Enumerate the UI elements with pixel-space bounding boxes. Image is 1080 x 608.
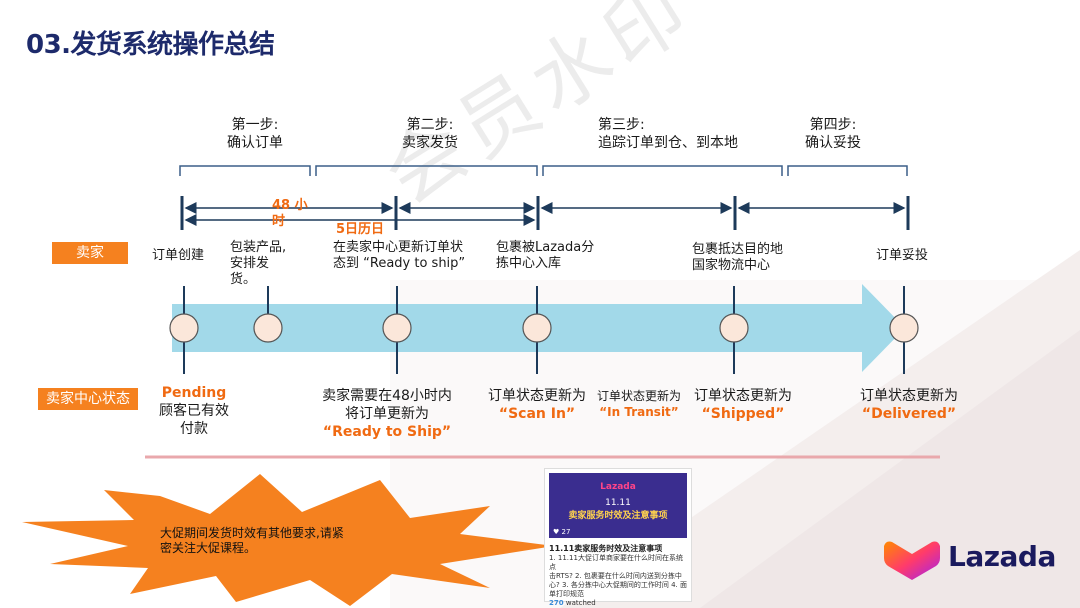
- step-1-text: 确认订单: [227, 135, 283, 151]
- step-2: 第二步: 卖家发货: [375, 116, 485, 152]
- status-intransit-value: “In Transit”: [599, 405, 679, 419]
- status-shipped-value: “Shipped”: [701, 406, 785, 422]
- course-info: 11.11卖家服务时效及注意事项 1. 11.11大促订单商家要在什么时间在系统…: [549, 543, 689, 608]
- step-brackets: [179, 165, 908, 176]
- lazada-heart-icon: [884, 541, 940, 580]
- event-order-created: 订单创建: [152, 248, 205, 263]
- course-desc1: 1. 11.11大促订单商家要在什么时间在系统点: [549, 554, 683, 571]
- status-pending-desc2: 付款: [180, 421, 208, 437]
- callout-line1: 大促期间发货时效有其他要求,请紧: [160, 526, 344, 540]
- node-2: [253, 313, 283, 343]
- event-in-transit: 包裹抵达目的地国家物流中心: [692, 242, 784, 273]
- status-rts-value: “Ready to Ship”: [322, 424, 452, 440]
- status-rts-desc1: 卖家需要在48小时内: [322, 388, 452, 404]
- course-desc2: 击RTS? 2. 包裹要在什么时间内送到分拣中: [549, 572, 682, 580]
- status-delivered: 订单状态更新为 “Delivered”: [852, 387, 966, 423]
- status-in-transit: 订单状态更新为 “In Transit”: [592, 388, 686, 420]
- thumb-headline: 卖家服务时效及注意事项: [568, 511, 668, 521]
- page-title: 03.发货系统操作总结: [26, 30, 275, 60]
- event-delivered: 订单妥投: [876, 248, 929, 263]
- course-thumbnail[interactable]: Lazada 11.11 卖家服务时效及注意事项 ♥ 27: [549, 473, 687, 538]
- node-6: [889, 313, 919, 343]
- node-1: [169, 313, 199, 343]
- step-4: 第四步: 确认妥投: [778, 116, 888, 152]
- step-3-text: 追踪订单到仓、到本地: [598, 135, 738, 151]
- event-scan-in: 包裹被Lazada分拣中心入库: [496, 240, 595, 271]
- status-pending-value: Pending: [161, 385, 227, 401]
- node-5: [719, 313, 749, 343]
- callout-line2: 密关注大促课程。: [160, 541, 257, 555]
- step-3: 第三步: 追踪订单到仓、到本地: [598, 116, 768, 152]
- status-scan-in: 订单状态更新为 “Scan In”: [480, 387, 594, 423]
- lazada-logo: Lazada: [884, 536, 1064, 582]
- callout-text: 大促期间发货时效有其他要求,请紧 密关注大促课程。: [160, 526, 380, 556]
- thumb-likes: ♥ 27: [553, 528, 570, 536]
- step-1: 第一步: 确认订单: [200, 116, 310, 152]
- row-label-status: 卖家中心状态: [38, 388, 138, 410]
- lazada-wordmark: Lazada: [948, 540, 1056, 573]
- course-title[interactable]: 11.11卖家服务时效及注意事项: [549, 544, 663, 553]
- status-rts-desc2: 将订单更新为: [345, 406, 429, 422]
- thumb-date: 11.11: [605, 498, 631, 508]
- step-4-text: 确认妥投: [805, 135, 861, 151]
- status-pending: Pending 顾客已有效 付款: [146, 384, 242, 438]
- timer-5days: 5日历日: [336, 222, 385, 237]
- node-4: [522, 313, 552, 343]
- status-intransit-desc: 订单状态更新为: [596, 389, 681, 403]
- step-3-num: 第三步:: [598, 117, 645, 133]
- step-4-num: 第四步:: [809, 117, 857, 133]
- heart-icon: ♥: [553, 528, 560, 536]
- status-delivered-desc: 订单状态更新为: [860, 388, 958, 404]
- course-watched: 270 watched: [549, 599, 689, 608]
- step-2-text: 卖家发货: [402, 135, 458, 151]
- status-scanin-value: “Scan In”: [498, 406, 576, 422]
- node-3: [382, 313, 412, 343]
- event-pack: 包装产品,安排发货。: [230, 240, 287, 287]
- status-ready-to-ship: 卖家需要在48小时内 将订单更新为 “Ready to Ship”: [292, 387, 482, 441]
- timeline-diagram: [145, 165, 940, 459]
- status-delivered-value: “Delivered”: [861, 406, 957, 422]
- thumb-brand: Lazada: [600, 482, 636, 492]
- status-shipped-desc: 订单状态更新为: [694, 388, 792, 404]
- course-card[interactable]: Lazada 11.11 卖家服务时效及注意事项 ♥ 27 11.11卖家服务时…: [544, 468, 692, 607]
- status-scanin-desc: 订单状态更新为: [488, 388, 586, 404]
- timer-48h: 48 小时: [272, 198, 308, 229]
- event-update-rts: 在卖家中心更新订单状态到 “Ready to ship”: [333, 240, 466, 271]
- watched-label: watched: [563, 599, 596, 607]
- row-label-seller: 卖家: [52, 242, 128, 264]
- likes-count: 27: [561, 528, 571, 536]
- callout-burst: [22, 474, 554, 606]
- status-shipped: 订单状态更新为 “Shipped”: [686, 387, 800, 423]
- step-2-num: 第二步:: [406, 117, 454, 133]
- course-desc4: 单打印规范: [549, 590, 584, 598]
- step-1-num: 第一步:: [231, 117, 279, 133]
- course-desc3: 心? 3. 各分拣中心大促期间的工作时间 4. 面: [549, 581, 687, 589]
- status-pending-desc1: 顾客已有效: [159, 403, 229, 419]
- watched-count: 270: [549, 599, 564, 607]
